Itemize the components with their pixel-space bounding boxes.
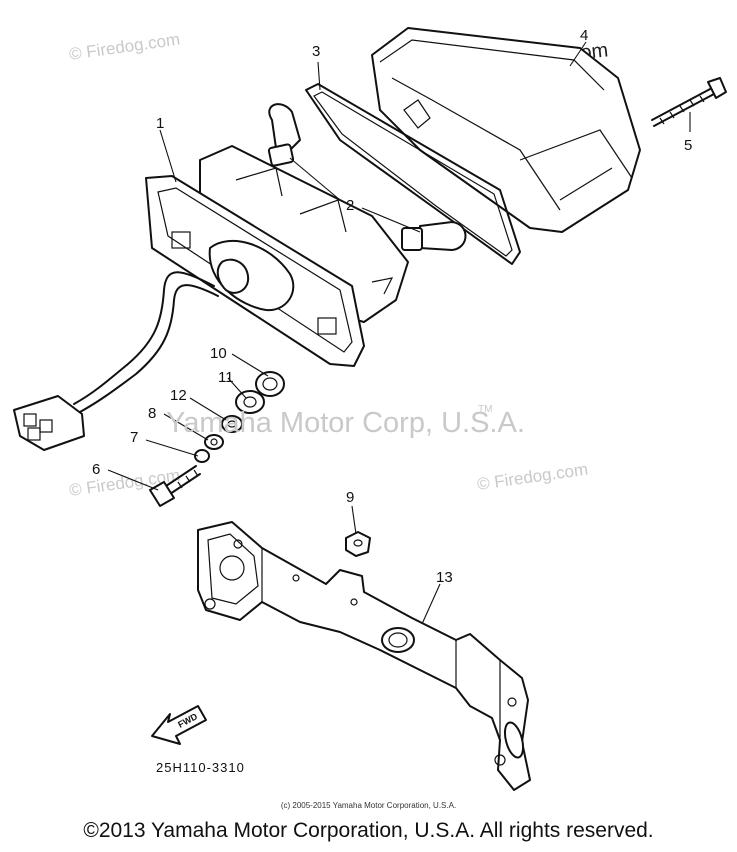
part-12-washer (221, 415, 243, 433)
part-1-lamp-base (145, 175, 365, 367)
part-8-washer (204, 434, 224, 450)
callout-13: 13 (436, 569, 453, 586)
part-5-screw (651, 77, 727, 127)
callout-labels: 1 2 3 4 5 6 7 8 9 10 11 12 13 (92, 27, 692, 586)
callout-8: 8 (148, 405, 156, 422)
firedog-watermark-top-left: © Firedog.com (68, 30, 181, 64)
callout-4: 4 (580, 27, 588, 44)
part-7-lock-washer (194, 449, 210, 463)
part-6-bolt (149, 465, 201, 507)
part-4-tail-lens (371, 27, 641, 233)
callout-3: 3 (312, 43, 320, 60)
part-13-bracket (197, 521, 531, 791)
part-3-gasket (305, 83, 521, 265)
drawing-number: 25H110-3310 (156, 760, 245, 775)
callout-10: 10 (210, 345, 227, 362)
copyright-notice: ©2013 Yamaha Motor Corporation, U.S.A. A… (83, 819, 654, 842)
callout-9: 9 (346, 489, 354, 506)
callout-12: 12 (170, 387, 187, 404)
wire-connector (13, 395, 85, 451)
leader-lines (107, 41, 691, 625)
callout-1: 1 (156, 115, 164, 132)
part-2-bulb-upper (267, 103, 301, 167)
part-9-nut (345, 531, 371, 557)
yamaha-watermark: Yamaha Motor Corp, U.S.A. (166, 407, 525, 439)
part-10-grommet (255, 371, 285, 397)
firedog-watermark-mid-right: © Firedog.com (476, 460, 589, 494)
callout-5: 5 (684, 137, 692, 154)
part-2-bulb-lower (401, 221, 467, 251)
trademark-symbol: TM (478, 404, 492, 415)
wire-harness (73, 271, 219, 413)
part-11-collar (235, 390, 265, 414)
callout-11: 11 (218, 369, 234, 386)
forward-arrow-icon: FWD (151, 705, 207, 745)
callout-2: 2 (346, 197, 354, 214)
callout-7: 7 (130, 429, 138, 446)
small-copyright-line: (c) 2005-2015 Yamaha Motor Corporation, … (280, 801, 457, 810)
callout-6: 6 (92, 461, 100, 478)
